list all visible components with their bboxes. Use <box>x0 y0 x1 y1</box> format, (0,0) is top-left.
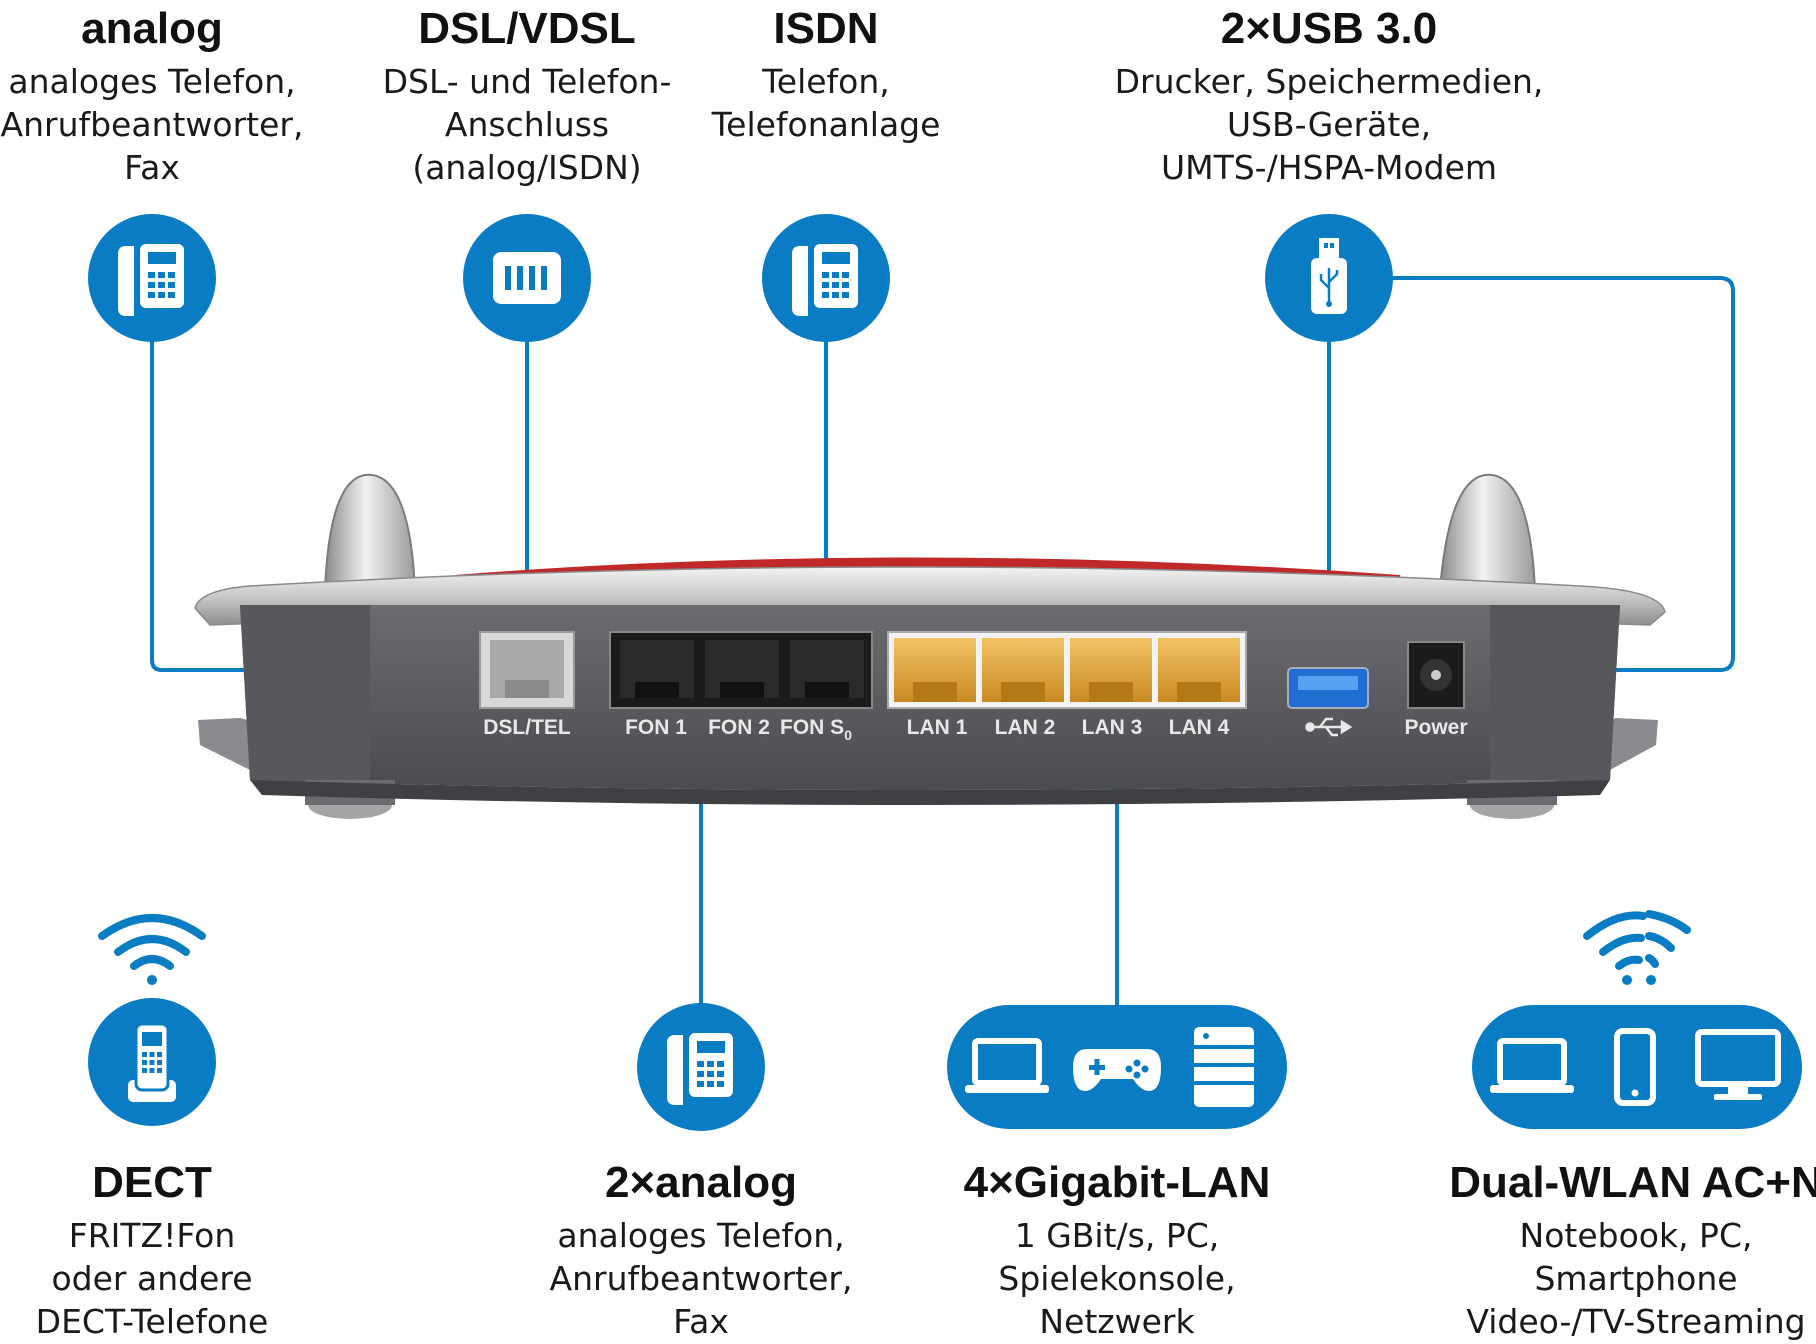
wlan-icon-pill <box>1472 1005 1802 1129</box>
feature-title: 2×analog <box>605 1158 797 1207</box>
laptop-icon <box>1490 1038 1574 1093</box>
port-label-lan4: LAN 4 <box>1169 716 1230 739</box>
feature-line: Telefon, <box>762 62 890 101</box>
feature-dsl: DSL/VDSL DSL- und Telefon- Anschluss (an… <box>383 4 672 189</box>
feature-lan: 4×Gigabit-LAN 1 GBit/s, PC, Spielekonsol… <box>964 1158 1271 1343</box>
usb-stick-icon <box>1311 238 1347 314</box>
lan-icon-pill <box>947 1005 1287 1129</box>
feature-line: (analog/ISDN) <box>412 148 642 187</box>
monitor-icon <box>1695 1029 1781 1100</box>
port-power[interactable] <box>1407 641 1465 709</box>
port-label-lan2: LAN 2 <box>995 716 1056 739</box>
feature-line: USB-Geräte, <box>1226 105 1432 144</box>
feature-line: Smartphone <box>1534 1259 1738 1298</box>
left-fin <box>323 473 417 591</box>
feature-line: Anrufbeantworter, <box>0 105 304 144</box>
right-fin <box>1438 473 1537 591</box>
feature-wlan: Dual-WLAN AC+N Notebook, PC, Smartphone … <box>1449 1158 1816 1343</box>
dect-wifi-icon <box>98 914 206 985</box>
port-label-dsl: DSL/TEL <box>483 716 571 739</box>
feature-title: Dual-WLAN AC+N <box>1449 1158 1816 1207</box>
desk-phone-icon <box>792 244 858 316</box>
gamepad-icon <box>1073 1049 1161 1091</box>
feature-line: analoges Telefon, <box>8 62 296 101</box>
feature-line: Fax <box>673 1302 729 1341</box>
dsl-jack-icon <box>493 252 561 304</box>
smartphone-icon <box>1614 1028 1656 1106</box>
port-dsl[interactable] <box>479 631 575 709</box>
feature-line: oder andere <box>51 1259 253 1298</box>
feature-title: DSL/VDSL <box>418 4 636 53</box>
feature-line: DECT-Telefone <box>35 1302 269 1341</box>
port-label-lan3: LAN 3 <box>1082 716 1143 739</box>
feature-analog2: 2×analog analoges Telefon, Anrufbeantwor… <box>550 1158 853 1343</box>
router: DSL/TEL FON 1 FON 2 FON S0 LAN 1 LAN 2 L… <box>194 473 1666 819</box>
feature-line: Notebook, PC, <box>1519 1216 1753 1255</box>
dsl-icon-circle <box>463 214 591 342</box>
port-label-fons0: FON S0 <box>780 716 852 743</box>
port-label-fon1: FON 1 <box>625 716 687 739</box>
analog-icon-circle <box>88 214 216 342</box>
port-usb[interactable] <box>1287 667 1369 709</box>
feature-line: UMTS-/HSPA-Modem <box>1160 148 1498 187</box>
feature-line: FRITZ!Fon <box>68 1216 236 1255</box>
feature-line: Drucker, Speichermedien, <box>1114 62 1544 101</box>
cordless-phone-icon <box>128 1022 176 1102</box>
wlan-wifi-icon <box>1583 910 1691 985</box>
feature-line: Spielekonsole, <box>998 1259 1236 1298</box>
port-label-lan1: LAN 1 <box>907 716 968 739</box>
usb-symbol-icon <box>1305 717 1353 737</box>
feature-line: Anschluss <box>444 105 610 144</box>
feature-title: 2×USB 3.0 <box>1220 4 1438 53</box>
port-fon-block[interactable] <box>609 631 873 709</box>
feature-line: Telefonanlage <box>711 105 941 144</box>
desk-phone-icon <box>118 244 184 316</box>
nas-icon <box>1194 1027 1254 1107</box>
feature-title: ISDN <box>773 4 879 53</box>
feature-line: Fax <box>124 148 180 187</box>
dect-icon-circle <box>88 998 216 1126</box>
port-label-fon2: FON 2 <box>708 716 770 739</box>
isdn-icon-circle <box>762 214 890 342</box>
feature-line: Netzwerk <box>1039 1302 1195 1341</box>
feature-line: Video-/TV-Streaming <box>1466 1302 1806 1341</box>
feature-line: 1 GBit/s, PC, <box>1014 1216 1220 1255</box>
port-label-power: Power <box>1404 716 1467 739</box>
analog2-icon-circle <box>637 1003 765 1131</box>
feature-line: DSL- und Telefon- <box>382 62 672 101</box>
feature-line: Anrufbeantworter, <box>549 1259 853 1298</box>
line-analog <box>150 340 252 672</box>
feature-title: DECT <box>92 1158 212 1207</box>
line-usb-side <box>1390 276 1735 672</box>
feature-isdn: ISDN Telefon, Telefonanlage <box>712 4 941 146</box>
feature-title: 4×Gigabit-LAN <box>963 1158 1271 1207</box>
laptop-icon <box>965 1038 1049 1093</box>
feature-analog: analog analoges Telefon, Anrufbeantworte… <box>1 4 304 189</box>
feature-line: analoges Telefon, <box>557 1216 845 1255</box>
port-lan-block[interactable] <box>887 631 1247 709</box>
usb-icon-circle <box>1265 214 1393 342</box>
feature-title: analog <box>81 4 223 53</box>
feature-usb: 2×USB 3.0 Drucker, Speichermedien, USB-G… <box>1115 4 1544 189</box>
feature-dect: DECT FRITZ!Fon oder andere DECT-Telefone <box>36 1158 269 1343</box>
desk-phone-icon <box>667 1033 733 1105</box>
